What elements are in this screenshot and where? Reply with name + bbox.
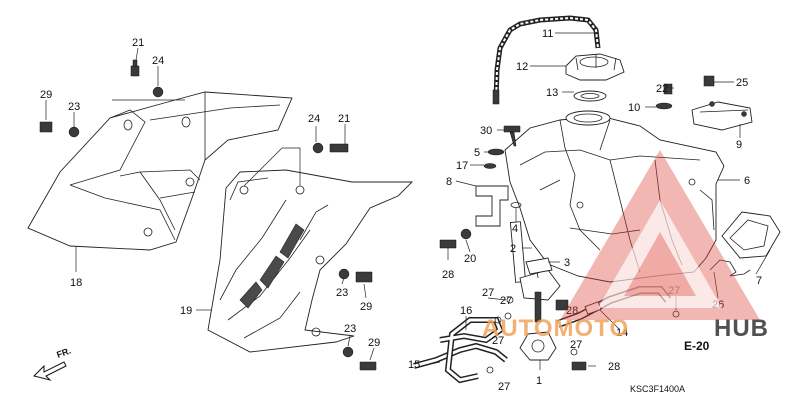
callout-6: 6 (744, 175, 750, 187)
callout-10: 10 (628, 102, 640, 114)
callout-23-right-b: 23 (344, 323, 356, 335)
callout-23-left: 23 (68, 101, 80, 113)
callout-21-mid: 21 (338, 113, 350, 125)
callout-8: 8 (446, 176, 452, 188)
callout-18: 18 (70, 277, 82, 289)
callout-1: 1 (536, 375, 542, 387)
fuel-valve-assembly (509, 221, 561, 361)
callout-27-e: 27 (498, 381, 510, 393)
callout-9: 9 (736, 139, 742, 151)
callout-14: 14 (616, 327, 628, 339)
watermark: AUTOMOTO HUB (482, 150, 769, 342)
fuel-cap-assembly (492, 15, 625, 105)
callout-28-right: 28 (608, 361, 620, 373)
callout-15: 15 (408, 359, 420, 371)
callout-29-right-b: 29 (368, 337, 380, 349)
callout-28-left: 28 (442, 269, 454, 281)
callout-21-left: 21 (132, 37, 144, 49)
callout-28-mid: 28 (566, 305, 578, 317)
section-reference: E-20 (684, 339, 710, 353)
right-shroud (207, 169, 414, 353)
callout-3: 3 (564, 257, 570, 269)
front-label: FR. (55, 346, 72, 360)
left-shroud (27, 91, 293, 251)
breather-tubes (413, 317, 508, 384)
callout-27-d: 27 (492, 335, 504, 347)
callout-19: 19 (180, 305, 192, 317)
callout-12: 12 (516, 61, 528, 73)
callout-5: 5 (474, 147, 480, 159)
callout-30: 30 (480, 125, 492, 137)
callout-29-left: 29 (40, 89, 52, 101)
callout-16: 16 (460, 305, 472, 317)
callout-24-left: 24 (152, 55, 164, 67)
callout-27-b: 27 (500, 295, 512, 307)
callout-24-mid: 24 (308, 113, 320, 125)
callout-27-f: 27 (570, 339, 582, 351)
callout-22: 22 (656, 83, 668, 95)
callout-13: 13 (546, 87, 558, 99)
callout-20: 20 (464, 253, 476, 265)
callout-4: 4 (512, 223, 518, 235)
callout-25: 25 (736, 77, 748, 89)
callout-2: 2 (510, 243, 516, 255)
callout-27-a: 27 (482, 287, 494, 299)
callout-23-right-a: 23 (336, 287, 348, 299)
tank-brackets (475, 101, 781, 277)
diagram-code: KSC3F1400A (630, 384, 685, 394)
front-arrow-icon (33, 361, 67, 381)
callout-29-right-a: 29 (360, 301, 372, 313)
callout-17: 17 (456, 160, 468, 172)
leader-lines (45, 32, 771, 370)
front-direction-indicator: FR. (33, 346, 72, 381)
watermark-text-part1: AUTOMOTO (482, 315, 629, 342)
watermark-text-part2: HUB (714, 315, 769, 342)
callout-11: 11 (542, 28, 553, 40)
callout-7: 7 (756, 275, 762, 287)
